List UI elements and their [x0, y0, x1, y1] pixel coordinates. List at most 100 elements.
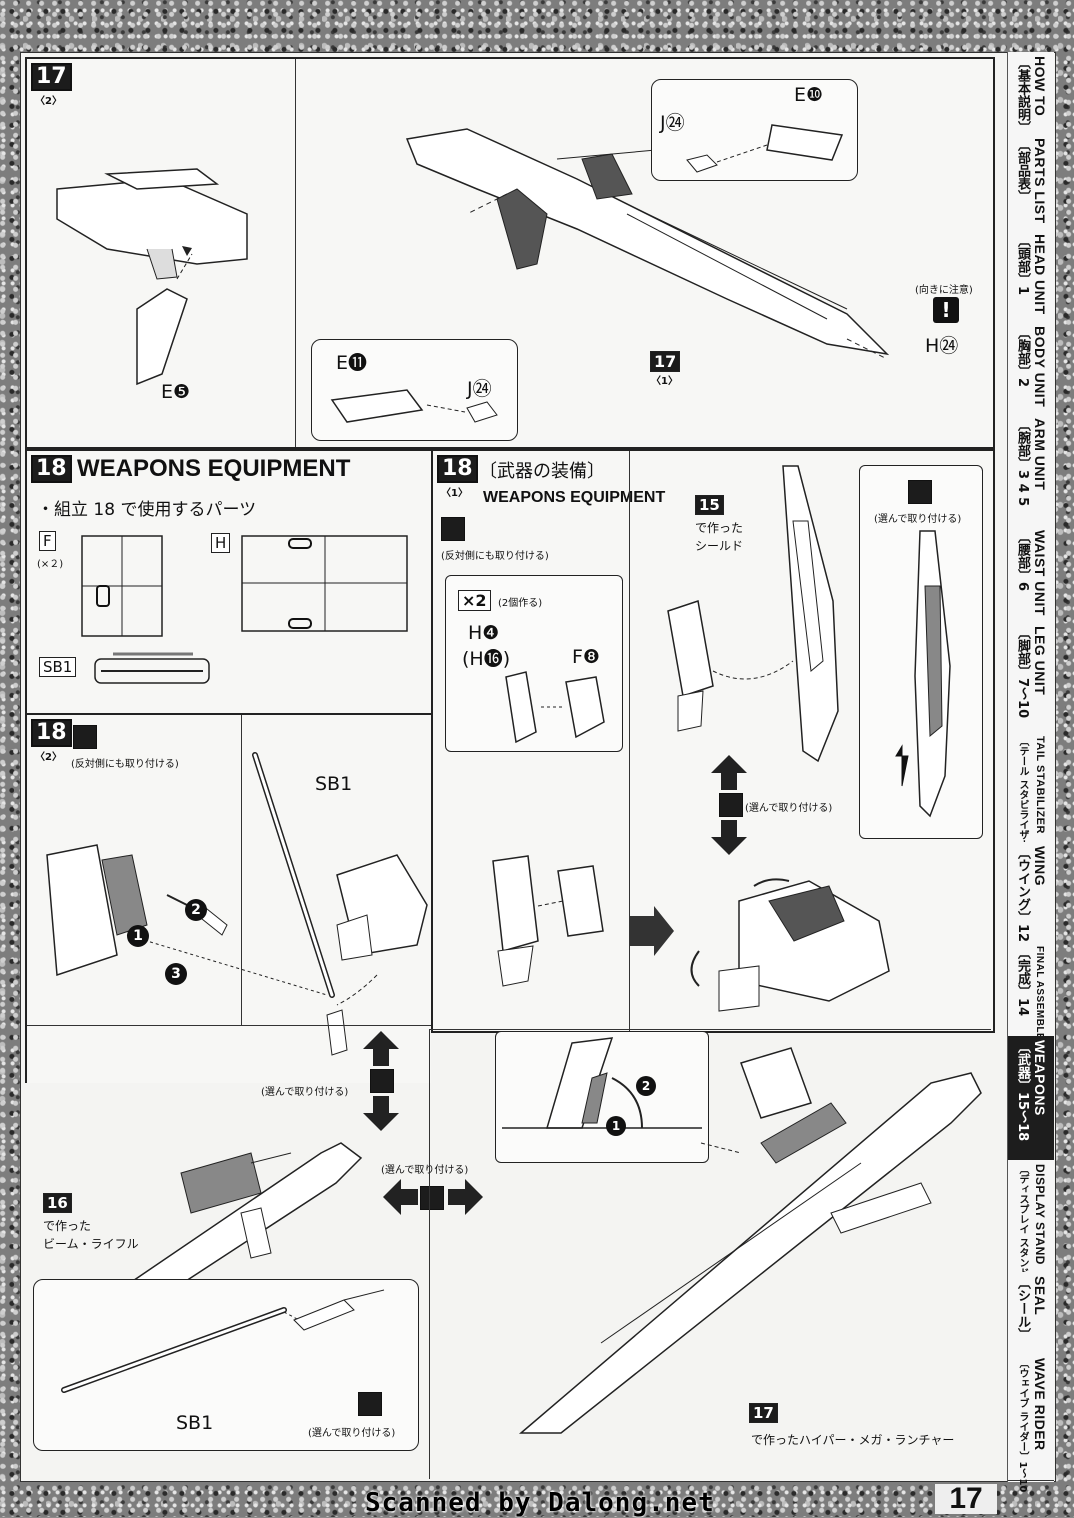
nav-en-6: LEG UNIT [1032, 626, 1048, 696]
part-f8-label: F❽ [572, 646, 600, 668]
nav-jp-3: 〔胸部〕2 [1015, 326, 1030, 388]
runner-sb1-drawing [94, 652, 210, 684]
nav-jp-2: 〔頭部〕1 [1015, 234, 1030, 296]
e11-part-drawing [330, 389, 498, 423]
nav-en-4: ARM UNIT [1032, 418, 1048, 491]
rifle-sb1-drawing [61, 1289, 385, 1393]
step18-number: 18 [31, 455, 72, 483]
choose-icon-c [370, 1069, 394, 1093]
seqb-marker-1: 1 [606, 1116, 626, 1136]
other-side-note-1: (反対側にも取り付ける) [441, 551, 549, 562]
nav-en-5: WAIST UNIT [1032, 530, 1048, 616]
part-j24a-label: J㉔ [660, 112, 685, 134]
nav-item-weapons[interactable]: 〔武器〕15〜18 WEAPONS [1008, 1036, 1054, 1161]
seq-marker-3: 3 [165, 963, 187, 985]
step17-sub: 〈2〉 [35, 96, 62, 107]
runner-f-label: F [39, 531, 56, 551]
callout-e10: E❿ J㉔ [651, 79, 858, 181]
shield-text1: で作った [695, 521, 744, 535]
runner-h-drawing [241, 535, 408, 632]
launcher-equip-drawing [518, 1047, 982, 1434]
mirror-icon-2 [73, 725, 97, 749]
fold-drawing [629, 878, 890, 1012]
choose-note-b: (選んで取り付ける) [745, 803, 833, 814]
nav-en-7: TAIL STABILIZER [1034, 736, 1046, 834]
choose-note-a: (選んで取り付ける) [874, 514, 962, 525]
nav-item-waist-unit[interactable]: 〔腰部〕6 WAIST UNIT [1008, 526, 1054, 623]
nav-en-12: SEAL [1032, 1276, 1048, 1316]
part-e10-label: E❿ [794, 84, 824, 106]
nav-en-13: WAVE RIDER [1032, 1358, 1048, 1451]
shield-side-drawing [895, 530, 951, 818]
runner-h-label: H [211, 533, 231, 553]
launcher-ref: 17 [749, 1403, 778, 1423]
step18-2-hdivider [27, 1025, 431, 1026]
nav-en-0: HOW TO [1032, 56, 1048, 117]
step18-1-divider [629, 451, 630, 1031]
step18-1-title-en: WEAPONS EQUIPMENT [483, 489, 666, 506]
step17-left-drawing [56, 168, 248, 386]
grip-callout: 1 2 [495, 1031, 709, 1163]
mirror-icon [441, 517, 465, 541]
bottom-vdivider [429, 1029, 430, 1479]
nav-jp-1: 〔部品表〕 [1015, 138, 1030, 203]
nav-jp-9: 〔完成〕14 [1015, 946, 1030, 1017]
nav-item-how-to[interactable]: 〔基本説明〕 HOW TO [1008, 52, 1054, 135]
nav-jp-13: 〔ウェイブ ライダー〕1〜10 [1017, 1358, 1028, 1493]
hand-parts-drawing [505, 671, 605, 744]
nav-en-8: WING [1032, 846, 1048, 887]
nav-jp-0: 〔基本説明〕 [1015, 56, 1030, 134]
nav-item-body-unit[interactable]: 〔胸部〕2 BODY UNIT [1008, 322, 1054, 415]
nav-item-head-unit[interactable]: 〔頭部〕1 HEAD UNIT [1008, 230, 1054, 323]
part-h4-label: H❹ [468, 622, 500, 644]
nav-item-tail-stabilizer[interactable]: 〔テール スタビライザー〕11 TAIL STABILIZER [1008, 732, 1054, 873]
parts-used-note: ・組立 18 で使用するパーツ [37, 500, 257, 520]
nav-jp-7: 〔テール スタビライザー〕11 [1017, 736, 1028, 874]
step18-1-number: 18 [437, 455, 478, 483]
nav-en-9: FINAL ASSEMBLE [1034, 946, 1045, 1041]
nav-item-wave-rider[interactable]: 〔ウェイブ ライダー〕1〜10 WAVE RIDER [1008, 1354, 1054, 1492]
nav-item-leg-unit[interactable]: 〔脚部〕7〜10 LEG UNIT [1008, 622, 1054, 733]
nav-item-final-assemble[interactable]: 〔完成〕14 FINAL ASSEMBLE [1008, 942, 1054, 1041]
ref-17-1-sub: 〈1〉 [651, 376, 678, 387]
nav-item-display-stand[interactable]: 〔ディスプレイ スタンド〕19 DISPLAY STAND [1008, 1160, 1054, 1301]
nav-item-seal[interactable]: 〔シール〕 SEAL [1008, 1272, 1054, 1355]
choose-icon-b [719, 793, 743, 817]
e10-part-drawing [686, 124, 844, 173]
rifle-text1: で作った [43, 1219, 92, 1233]
nav-en-3: BODY UNIT [1032, 326, 1048, 408]
nav-jp-10: 〔武器〕15〜18 [1015, 1040, 1030, 1142]
launcher-drawing [405, 128, 890, 360]
step18-1-title-jp: 〔武器の装備〕 [479, 461, 605, 482]
sb1-bottom-label: SB1 [176, 1412, 214, 1434]
rifle-sb1-callout: SB1 (選んで取り付ける) [33, 1279, 419, 1451]
step18-1-panel: 18 〈1〉 〔武器の装備〕 WEAPONS EQUIPMENT (反対側にも取… [431, 449, 995, 1033]
nav-en-10: WEAPONS [1032, 1040, 1048, 1116]
qty-label: ×2 [458, 590, 491, 611]
page-number: 17 [935, 1484, 997, 1514]
nav-item-arm-unit[interactable]: 〔腕部〕3 4 5 ARM UNIT [1008, 414, 1054, 527]
rifle-text2: ビーム・ライフル [43, 1237, 139, 1251]
nav-jp-4: 〔腕部〕3 4 5 [1015, 418, 1030, 507]
part-e5-label: E❺ [161, 381, 191, 403]
sb1-top-label: SB1 [315, 773, 353, 795]
bottom-hdivider [429, 1029, 991, 1030]
rifle-ref: 16 [43, 1193, 72, 1213]
rod-hand-drawing [46, 752, 428, 1056]
seqb-marker-2: 2 [636, 1076, 656, 1096]
option-arrows-b [361, 1031, 401, 1131]
caution-note: (向きに注意) [915, 285, 973, 296]
step18-2-sub: 〈2〉 [35, 752, 62, 763]
seq-marker-1: 1 [127, 925, 149, 947]
runner-f-qty: (×２) [37, 559, 64, 570]
nav-item-wing[interactable]: 〔ウイング〕12 13 WING [1008, 842, 1054, 965]
nav-en-11: DISPLAY STAND [1033, 1164, 1047, 1265]
shield-drawing [667, 465, 839, 763]
nav-item-parts-list[interactable]: 〔部品表〕 PARTS LIST [1008, 134, 1054, 231]
wrist-option-callout: (選んで取り付ける) [859, 465, 983, 839]
step18-2-number: 18 [31, 719, 72, 747]
ref-17-1: 17 [650, 351, 681, 372]
callout-e11: E⓫ J㉔ [311, 339, 518, 441]
scanner-credit: Scanned by Dalong.net [365, 1488, 715, 1518]
choose-note-d: (選んで取り付ける) [381, 1165, 469, 1176]
